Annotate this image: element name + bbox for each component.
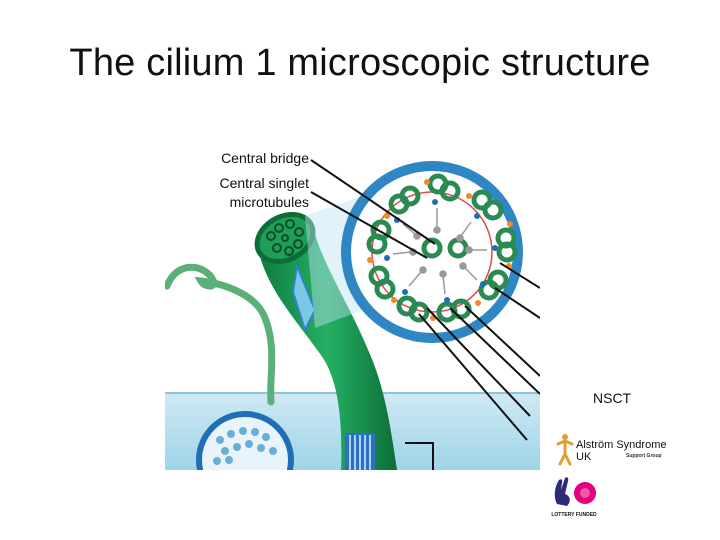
alstrom-sub: Support Group: [626, 453, 662, 459]
lottery-funded-logo: LOTTERY FUNDED: [549, 474, 599, 522]
leader-lines: [310, 159, 541, 441]
lottery-crossed-fingers-icon: [554, 477, 596, 506]
cross-section: [341, 161, 523, 343]
flagellum: [163, 263, 276, 406]
alstrom-syndrome-logo: Alström Syndrome UK Support Group: [556, 432, 671, 468]
basal-body: [345, 433, 434, 470]
label-central-bridge: Central bridge: [221, 150, 309, 166]
cilium-diagram: Central bridge Central singlet microtubu…: [163, 138, 541, 509]
alstrom-figure-icon: [556, 434, 574, 466]
label-central-singlet-line2: microtubules: [230, 194, 309, 210]
lottery-funded-text: LOTTERY FUNDED: [551, 512, 597, 518]
alstrom-name: Alström Syndrome UK: [576, 439, 667, 463]
label-central-singlet-line1: Central singlet: [220, 175, 310, 191]
slide-title: The cilium 1 microscopic structure: [69, 42, 651, 84]
caption-nsct: NSCT: [593, 390, 632, 406]
cilium-stem: [254, 212, 397, 470]
